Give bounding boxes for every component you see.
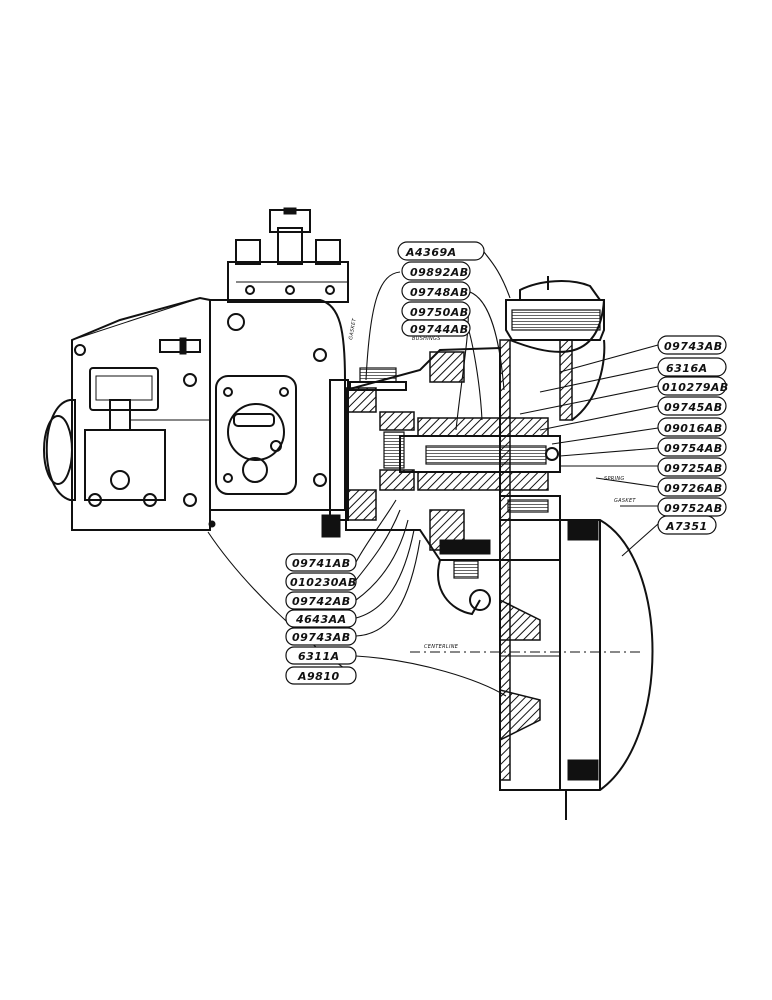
part-number: 010279AB [662, 381, 729, 394]
drive-coupling-section [345, 346, 561, 616]
drawing-notes: GASKET BUSHINGS SPRING GASKET CENTERLINE [348, 317, 636, 650]
part-label: 09752AB [657, 497, 727, 517]
part-label: 09745AB [657, 396, 727, 416]
part-labels: A4369A 09892AB 09748AB 09750AB 09744AB 0… [285, 241, 729, 685]
part-label: 09754AB [657, 437, 727, 457]
part-label: 09748AB [401, 281, 471, 301]
part-number: 010230AB [290, 576, 357, 589]
part-label: 09744AB [401, 319, 471, 337]
part-number: 09892AB [410, 266, 469, 279]
part-number: 09744AB [410, 323, 469, 336]
leader-lines [207, 251, 659, 697]
part-label: 09741AB [285, 553, 357, 572]
part-number: A4369A [405, 246, 457, 259]
injection-pump-body [43, 207, 349, 538]
part-label: 09743AB [657, 335, 727, 355]
part-number: 09748AB [410, 286, 469, 299]
part-label: 09743AB [285, 627, 357, 646]
part-label: 09742AB [285, 591, 357, 610]
part-number: 6316A [666, 362, 708, 375]
part-label: A9810 [285, 666, 357, 685]
note-bushings: BUSHINGS [412, 336, 441, 342]
note-gasket-right: GASKET [614, 498, 636, 504]
part-number: 09750AB [410, 306, 469, 319]
part-label: 6316A [657, 357, 727, 377]
part-number: 09726AB [664, 482, 723, 495]
part-label: 09725AB [657, 457, 727, 477]
part-number: 09742AB [292, 595, 351, 608]
part-label: 010230AB [285, 572, 357, 591]
part-number: 09752AB [664, 502, 723, 515]
water-pump-housing [410, 276, 654, 820]
part-label: 6311A [285, 646, 357, 665]
part-label: 09750AB [401, 301, 471, 321]
part-number: 09725AB [664, 462, 723, 475]
part-label: 09726AB [657, 477, 727, 497]
part-number: 09743AB [292, 631, 351, 644]
note-centerline: CENTERLINE [424, 644, 459, 650]
part-number: 4643AA [295, 613, 347, 626]
part-number: 6311A [298, 650, 340, 663]
part-label: A7351 [657, 515, 717, 535]
part-label: 09016AB [657, 417, 727, 437]
part-number: A7351 [665, 520, 708, 533]
part-number: 09741AB [292, 557, 351, 570]
part-number: 09743AB [664, 340, 723, 353]
note-spring: SPRING [604, 476, 625, 482]
part-label: 010279AB [657, 376, 729, 396]
part-label: 4643AA [285, 609, 357, 628]
part-number: 09754AB [664, 442, 723, 455]
part-label: A4369A [397, 241, 485, 261]
note-gasket-top: GASKET [348, 317, 358, 340]
part-number: 09745AB [664, 401, 723, 414]
part-number: 09016AB [664, 422, 723, 435]
part-number: A9810 [297, 670, 340, 683]
part-label: 09892AB [401, 261, 471, 281]
